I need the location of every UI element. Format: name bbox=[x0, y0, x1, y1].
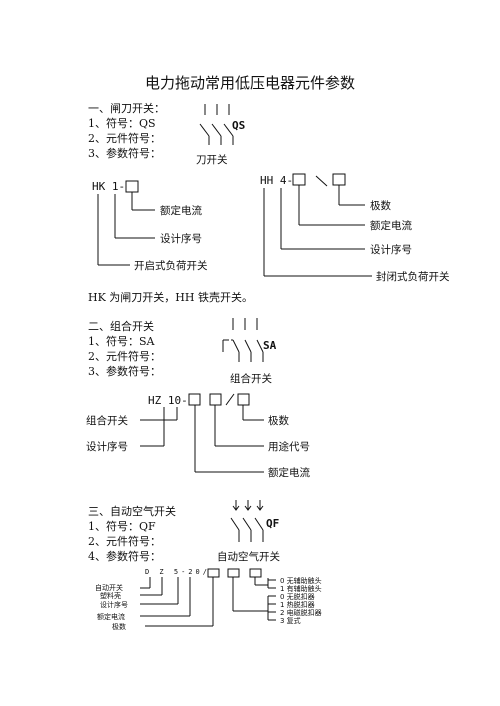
hz-label-poles: 极数 bbox=[268, 415, 289, 427]
hz-diagram-lines bbox=[140, 393, 264, 473]
dz-diagram-lines bbox=[140, 568, 276, 627]
dz-label-magnetic-release: 2 电磁脱扣器 bbox=[280, 609, 322, 617]
section-1-note: HK 为闸刀开关，HH 铁壳开关。 bbox=[88, 291, 253, 304]
section-1-element-symbol-line: 2、元件符号： bbox=[88, 132, 161, 145]
air-switch-caption: 自动空气开关 bbox=[217, 551, 280, 563]
dz-label-with-aux-contact: 1 有辅助触头 bbox=[280, 585, 322, 593]
dz-label-no-release: 0 无脱扣器 bbox=[280, 593, 315, 601]
hh-label-enclosed-switch: 封闭式负荷开关 bbox=[376, 271, 450, 283]
hh-label-rated-current: 额定电流 bbox=[370, 220, 412, 232]
hk-code: HK 1- bbox=[92, 180, 126, 193]
section-1-param-symbol-line: 3、参数符号： bbox=[88, 147, 161, 160]
combination-switch-caption: 组合开关 bbox=[230, 373, 272, 385]
hk-label-design-number: 设计序号 bbox=[160, 233, 202, 245]
section-3-param-symbol-line: 4、参数符号： bbox=[88, 550, 161, 563]
qf-code: QF bbox=[266, 517, 280, 530]
qs-code: QS bbox=[232, 119, 246, 132]
hz-label-combination-switch: 组合开关 bbox=[86, 415, 128, 427]
hh-diagram-lines bbox=[263, 173, 372, 277]
dz-label-auto-switch: 自动开关 bbox=[95, 584, 123, 592]
dz-label-rated-current: 额定电流 bbox=[97, 613, 125, 621]
dz-code: D Z 5-20/ bbox=[145, 568, 210, 576]
hk-label-rated-current: 额定电流 bbox=[160, 205, 202, 217]
sa-code: SA bbox=[263, 339, 277, 352]
section-1-symbol-line: 1、符号：QS bbox=[88, 117, 156, 130]
hz-label-purpose-code: 用途代号 bbox=[268, 441, 310, 453]
air-switch-symbol bbox=[230, 500, 264, 542]
section-2-symbol-line: 1、符号：SA bbox=[88, 335, 155, 348]
hk-label-open-switch: 开启式负荷开关 bbox=[134, 260, 208, 272]
section-3-heading: 三、自动空气开关 bbox=[88, 505, 176, 518]
dz-label-thermal-release: 1 热脱扣器 bbox=[280, 601, 315, 609]
dz-label-compound: 3 复式 bbox=[280, 617, 301, 625]
hk-diagram-lines bbox=[97, 180, 155, 266]
hh-label-design-number: 设计序号 bbox=[370, 244, 412, 256]
dz-label-design-number: 设计序号 bbox=[100, 601, 128, 609]
hz-code: HZ 10- bbox=[148, 394, 188, 407]
hh-code: HH 4- bbox=[260, 174, 294, 187]
section-2-heading: 二、组合开关 bbox=[88, 320, 154, 333]
section-3-symbol-line: 1、符号：QF bbox=[88, 520, 156, 533]
hh-label-poles: 极数 bbox=[370, 200, 391, 212]
dz-label-poles: 极数 bbox=[112, 623, 126, 631]
knife-switch-caption: 刀开关 bbox=[196, 154, 228, 166]
hz-label-rated-current: 额定电流 bbox=[268, 467, 310, 479]
dz-label-no-aux-contact: 0 无辅助触头 bbox=[280, 577, 322, 585]
section-1-heading: 一、闸刀开关： bbox=[88, 102, 165, 115]
section-2-param-symbol-line: 3、参数符号： bbox=[88, 365, 161, 378]
section-3-element-symbol-line: 2、元件符号： bbox=[88, 535, 161, 548]
page-title: 电力拖动常用低压电器元件参数 bbox=[145, 74, 356, 92]
dz-label-plastic-case: 塑料壳 bbox=[100, 592, 121, 600]
section-2-element-symbol-line: 2、元件符号： bbox=[88, 350, 161, 363]
knife-switch-symbol bbox=[199, 104, 234, 145]
hz-label-design-number: 设计序号 bbox=[86, 441, 128, 453]
combination-switch-symbol bbox=[222, 318, 264, 362]
